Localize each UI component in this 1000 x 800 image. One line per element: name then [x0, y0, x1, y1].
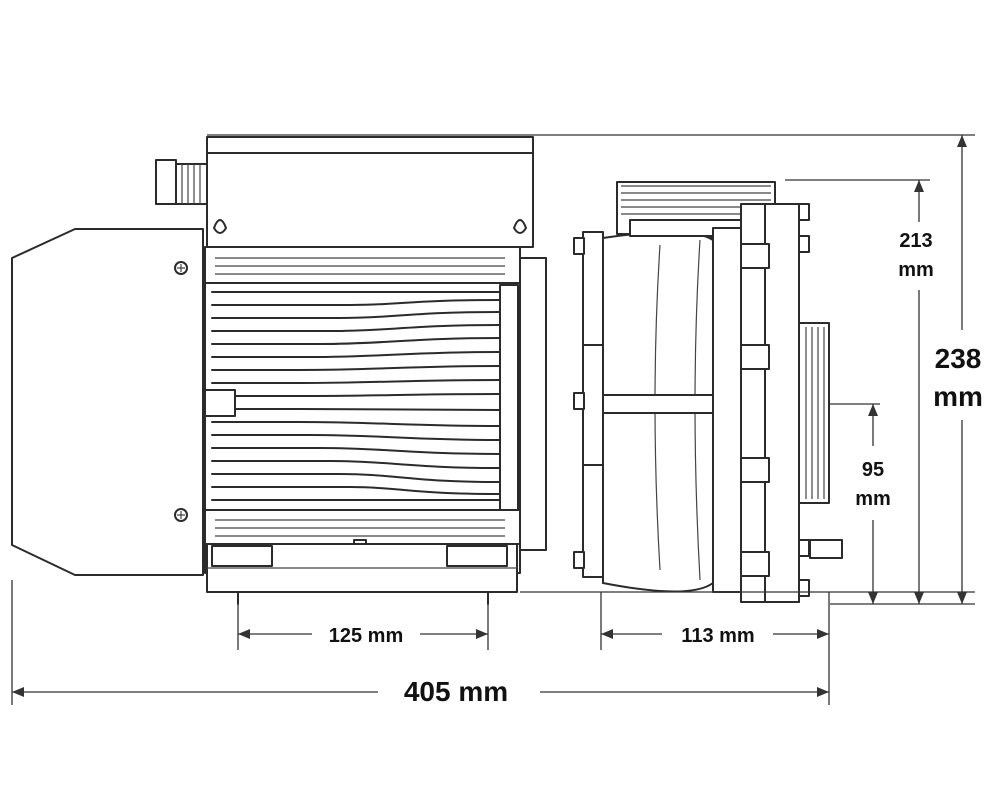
extension-lines	[11, 134, 975, 705]
dimension-value-95: 95	[862, 459, 884, 481]
terminal-box	[206, 136, 534, 248]
dimension-unit-95: mm	[855, 488, 891, 510]
outlet-connection	[798, 322, 843, 559]
motor-base	[206, 543, 518, 605]
dimension-unit-213: mm	[898, 259, 934, 281]
dimension-238: 238 mm	[933, 135, 983, 604]
dimension-213: 213 mm	[898, 180, 934, 604]
dimension-113: 113 mm	[601, 625, 829, 647]
dimension-125: 125 mm	[238, 625, 488, 647]
dimension-95: 95 mm	[855, 404, 891, 604]
motor-end-cap	[11, 228, 204, 576]
dimension-value-238: 238	[935, 343, 982, 374]
dimension-405: 405 mm	[12, 676, 829, 707]
dimension-value-213: 213	[899, 230, 932, 252]
volute-front-flange	[712, 203, 810, 603]
dimension-label-125: 125 mm	[329, 625, 404, 647]
dimension-unit-238: mm	[933, 381, 983, 412]
pump-housing	[573, 230, 764, 593]
dimension-label-113: 113 mm	[681, 625, 754, 647]
motor-body	[204, 246, 547, 574]
dimension-label-405: 405 mm	[404, 676, 508, 707]
cable-gland	[155, 159, 208, 205]
cooling-fins	[204, 284, 519, 511]
